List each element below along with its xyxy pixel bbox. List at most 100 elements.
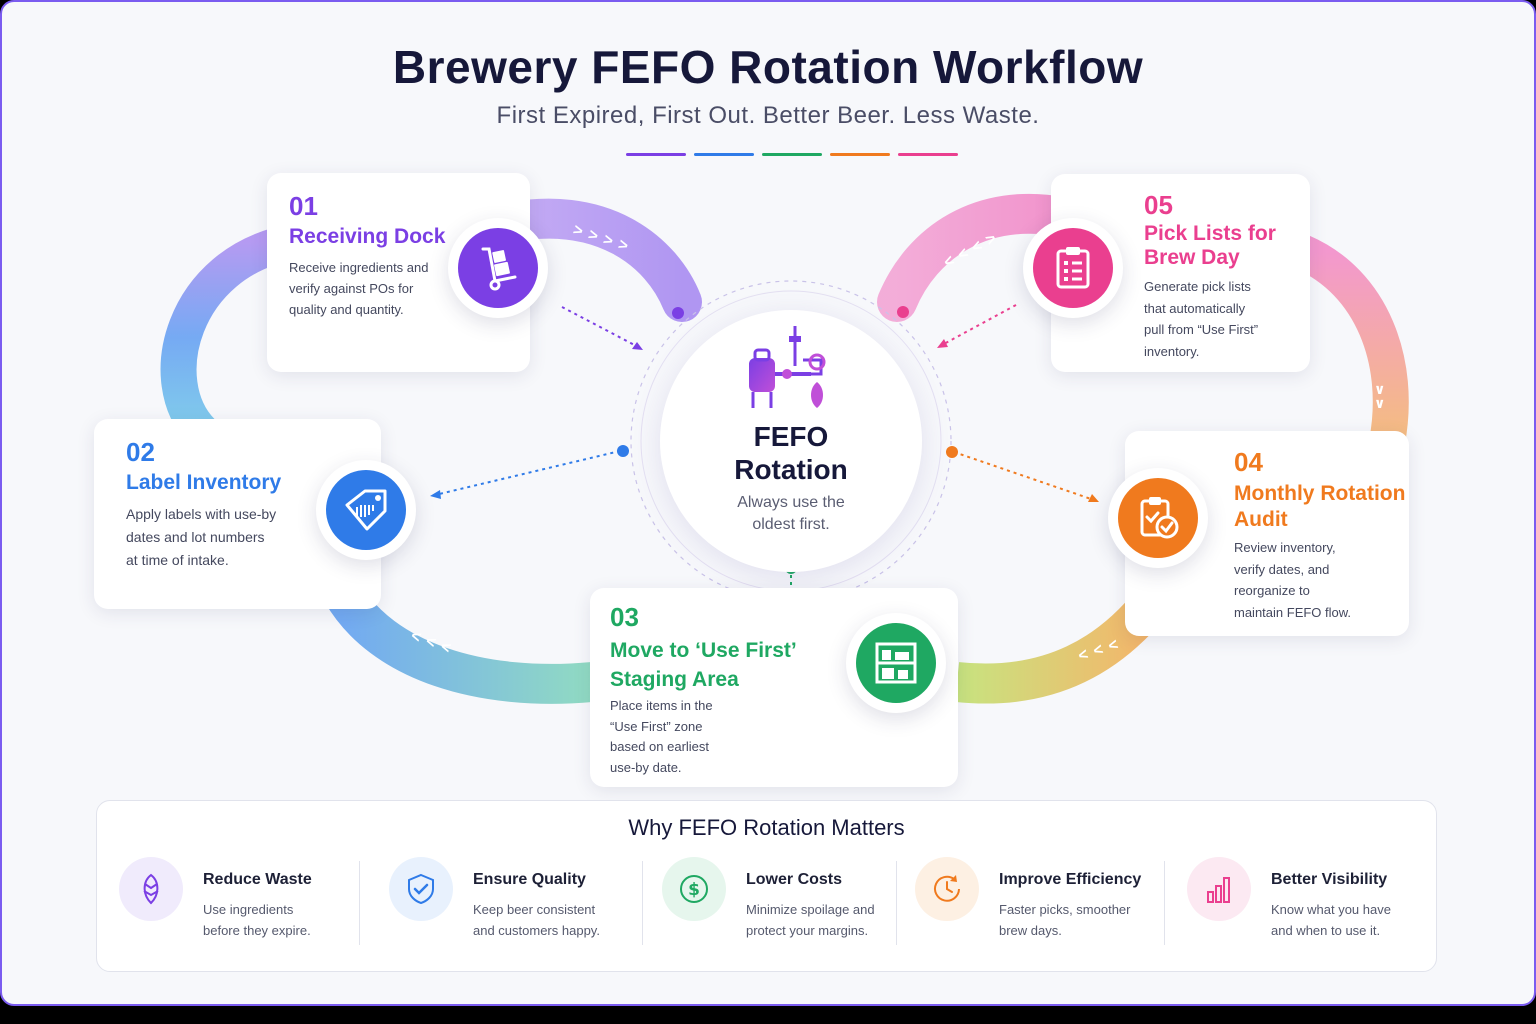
benefit-desc-line: before they expire.: [203, 923, 311, 938]
step-desc-line: at time of intake.: [126, 552, 229, 568]
step-description: Generate pick lists that automatically p…: [1144, 276, 1258, 362]
benefit-title: Ensure Quality: [473, 871, 586, 888]
center-subtitle: Always use the oldest first.: [660, 492, 922, 536]
shield-check-icon: [408, 873, 434, 905]
step-title-line: Brew Day: [1144, 246, 1240, 269]
benefit-desc-line: protect your margins.: [746, 923, 869, 938]
benefit-divider: [359, 861, 360, 945]
benefit-desc-line: Faster picks, smoother: [999, 902, 1131, 917]
center-title: FEFO Rotation: [660, 420, 922, 486]
benefit-title: Reduce Waste: [203, 871, 312, 888]
step-title-line: Audit: [1234, 508, 1288, 531]
step-desc-line: use-by date.: [610, 759, 682, 775]
step-desc-line: Review inventory,: [1234, 540, 1336, 555]
benefit-desc-line: and when to use it.: [1271, 923, 1381, 938]
step-title: Monthly Rotation Audit: [1234, 481, 1405, 533]
step-number: 04: [1234, 447, 1263, 477]
barcode-tag-icon: [345, 489, 387, 531]
brew-tank-icon: [749, 326, 826, 408]
benefit-description: Minimize spoilage and protect your margi…: [746, 899, 906, 941]
step-description: Receive ingredients and verify against P…: [289, 257, 428, 320]
step-number: 02: [126, 437, 155, 467]
step-description: Apply labels with use-by dates and lot n…: [126, 503, 276, 572]
workflow-loop: [160, 193, 1409, 704]
step-01-icon-disc: [448, 218, 548, 318]
step-desc-line: Place items in the: [610, 698, 713, 713]
benefit-desc-line: and customers happy.: [473, 923, 600, 938]
checklist-icon: [1056, 247, 1090, 289]
step-02-icon-disc: [316, 460, 416, 560]
step-desc-line: that automatically: [1144, 300, 1246, 316]
center-title-line1: FEFO: [753, 421, 829, 452]
flow-arrows-right: ∨ ∨: [1374, 381, 1386, 411]
bar-chart-icon: [1207, 877, 1230, 903]
shelving-icon: [875, 642, 917, 684]
step-desc-line: dates and lot numbers: [126, 529, 265, 545]
page-subtitle: First Expired, First Out. Better Beer. L…: [496, 102, 1040, 129]
step-title: Receiving Dock: [289, 223, 445, 250]
benefit-description: Faster picks, smoother brew days.: [999, 899, 1159, 941]
step-title-line: Staging Area: [610, 668, 739, 691]
benefit-desc-line: brew days.: [999, 923, 1062, 938]
color-dashes: [626, 153, 958, 156]
step-number: 05: [1144, 190, 1173, 220]
step-desc-line: inventory.: [1144, 343, 1200, 359]
center-title-line2: Rotation: [734, 454, 848, 485]
step-title-line: Move to ‘Use First’: [610, 639, 797, 662]
benefit-title: Improve Efficiency: [999, 871, 1142, 888]
benefit-divider: [896, 861, 897, 945]
step-number: 03: [610, 602, 639, 632]
step-desc-line: Generate pick lists: [1144, 279, 1251, 294]
clipboard-check-icon: [1140, 497, 1179, 539]
hand-truck-icon: [481, 247, 517, 291]
step-title-line: Monthly Rotation: [1234, 482, 1406, 505]
connector-01: [561, 306, 643, 350]
benefit-desc-line: Keep beer consistent: [473, 902, 596, 917]
step-04-icon-disc: [1108, 468, 1208, 568]
step-title-line: Label Inventory: [126, 471, 282, 494]
benefit-title: Lower Costs: [746, 871, 843, 888]
hop-icon: [143, 873, 159, 905]
benefit-desc-line: Know what you have: [1271, 902, 1391, 917]
step-desc-line: reorganize to: [1234, 583, 1310, 598]
benefits-title: Why FEFO Rotation Matters: [628, 815, 905, 840]
connector-02: [434, 450, 621, 496]
connector-05: [941, 304, 1017, 346]
benefit-description: Keep beer consistent and customers happy…: [473, 899, 633, 941]
step-desc-line: based on earliest: [610, 739, 710, 754]
benefits-panel: Why FEFO Rotation Matters Reduce Waste U…: [96, 800, 1437, 972]
benefit-description: Know what you have and when to use it.: [1271, 899, 1431, 941]
svg-text:$: $: [688, 880, 700, 900]
benefit-divider: [642, 861, 643, 945]
center-sub-line2: oldest first.: [752, 516, 830, 533]
step-title: Move to ‘Use First’ Staging Area: [610, 636, 797, 694]
step-desc-line: Apply labels with use-by: [126, 506, 277, 522]
step-title-line: Pick Lists for: [1144, 222, 1276, 245]
center-circle: [660, 310, 922, 572]
step-title: Pick Lists for Brew Day: [1144, 222, 1276, 270]
step-description: Review inventory, verify dates, and reor…: [1234, 537, 1351, 623]
step-desc-line: maintain FEFO flow.: [1234, 604, 1352, 620]
step-title: Label Inventory: [126, 469, 281, 496]
step-03-icon-disc: [846, 613, 946, 713]
step-card-01: 01 Receiving Dock Receive ingredients an…: [267, 173, 530, 372]
step-desc-line: “Use First” zone: [610, 718, 703, 734]
step-desc-line: Receive ingredients and: [289, 260, 429, 275]
step-title-line: Receiving Dock: [289, 225, 446, 248]
benefit-description: Use ingredients before they expire.: [203, 899, 363, 941]
step-desc-line: verify against POs for: [289, 281, 414, 296]
dollar-icon: $: [680, 875, 708, 903]
step-card-04: 04 Monthly Rotation Audit Review invento…: [1125, 431, 1409, 636]
connector-04: [953, 451, 1095, 501]
center-sub-line1: Always use the: [737, 494, 845, 511]
benefit-divider: [1164, 861, 1165, 945]
clock-icon: [934, 875, 960, 902]
benefit-desc-line: Use ingredients: [203, 902, 294, 917]
step-05-icon-disc: [1023, 218, 1123, 318]
step-desc-line: quality and quantity.: [289, 302, 404, 317]
benefit-desc-line: Minimize spoilage and: [746, 902, 875, 917]
step-description: Place items in the “Use First” zone base…: [610, 696, 713, 778]
step-desc-line: pull from “Use First”: [1144, 322, 1259, 337]
step-number: 01: [289, 191, 318, 221]
